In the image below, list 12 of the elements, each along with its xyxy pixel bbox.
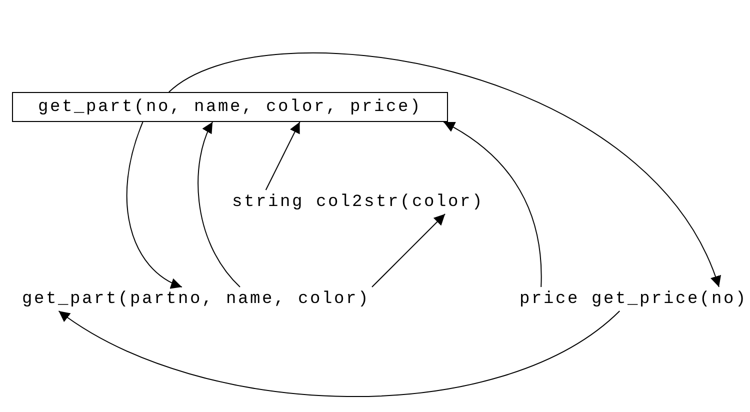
function-signature: price get_price(no) <box>519 290 748 308</box>
arrow <box>265 122 300 190</box>
arrow <box>372 214 446 288</box>
function-box <box>12 92 448 122</box>
arrow <box>126 122 182 288</box>
arrow <box>198 122 240 288</box>
function-signature: get_part(no, name, color, price) <box>38 98 422 116</box>
arrow <box>443 122 542 288</box>
function-signature: string col2str(color) <box>232 194 484 210</box>
function-signature: get_part(partno, name, color) <box>22 290 370 308</box>
arrow <box>58 310 620 397</box>
arrow <box>168 52 720 288</box>
